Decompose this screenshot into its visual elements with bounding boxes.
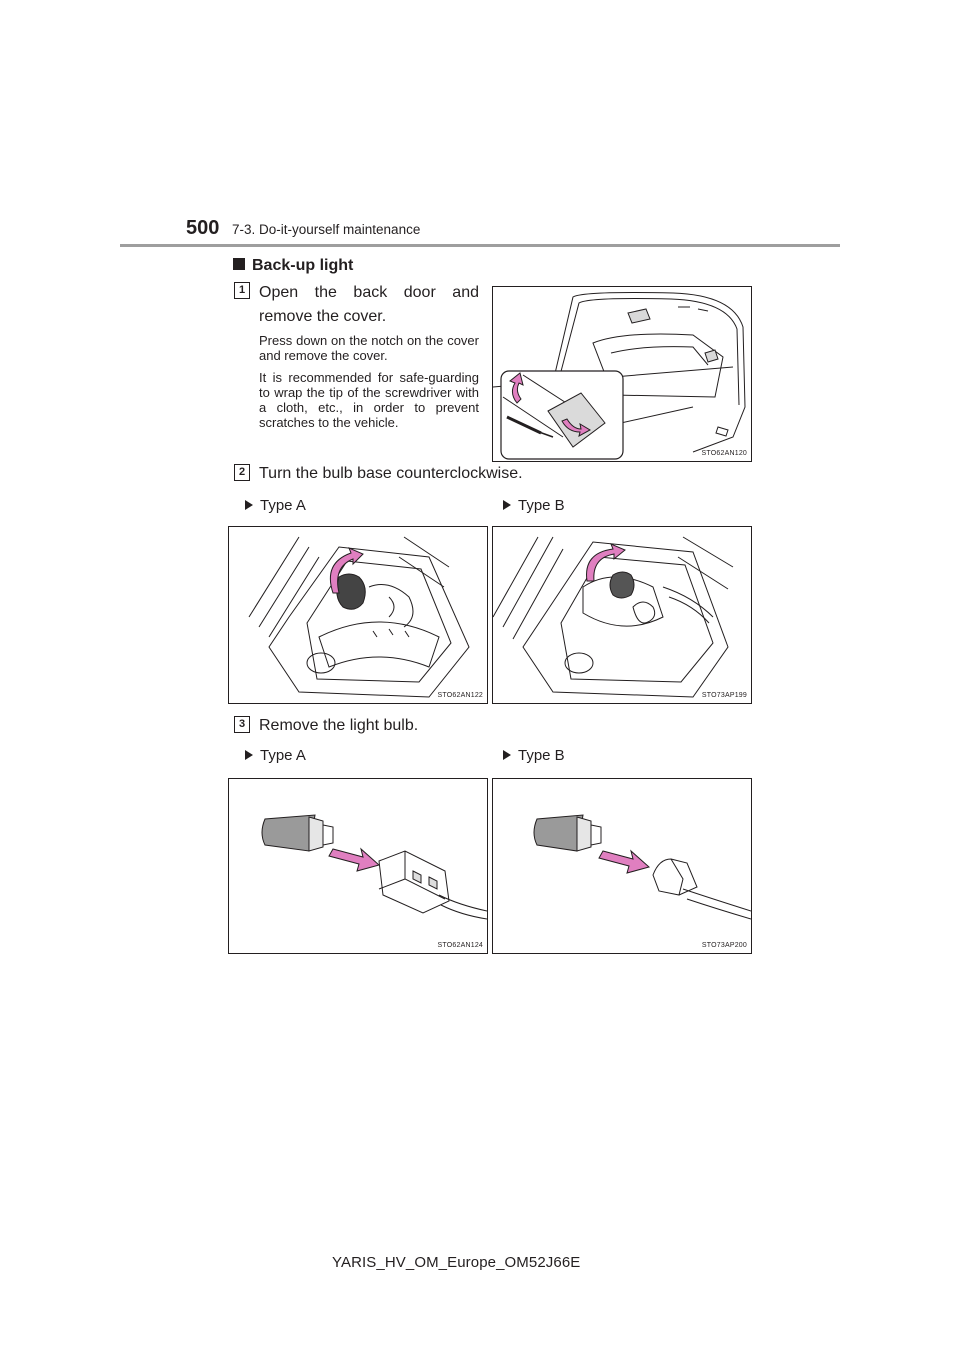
subheading: Back-up light — [233, 256, 353, 276]
figure-step-2-type-a: STO62AN122 — [228, 526, 488, 704]
step-1-note-1: Press down on the notch on the cover and… — [259, 333, 479, 363]
subheading-text: Back-up light — [252, 257, 354, 274]
triangle-bullet-icon — [503, 750, 511, 760]
figure-step-3-type-a: STO62AN124 — [228, 778, 488, 954]
bulb-base-type-b-illustration — [493, 536, 734, 698]
step-2-type-a-label: Type A — [245, 497, 306, 515]
figure-step-2-type-b: STO73AP199 — [492, 526, 752, 704]
step-2-type-b-label: Type B — [503, 497, 565, 515]
figure-code: STO73AP200 — [701, 942, 747, 949]
triangle-bullet-icon — [245, 500, 253, 510]
figure-code: STO62AN124 — [437, 942, 483, 949]
figure-code: STO62AN122 — [437, 692, 483, 699]
back-door-illustration — [493, 292, 746, 460]
step-number-3: 3 — [234, 716, 250, 733]
step-1-note-2: It is recommended for safe-guarding to w… — [259, 370, 479, 430]
footer-doc-id: YARIS_HV_OM_Europe_OM52J66E — [332, 1254, 581, 1271]
step-3-text: Remove the light bulb. — [259, 717, 419, 734]
header-rule — [120, 244, 840, 247]
step-1-text: Open the back door and remove the cover. — [259, 284, 479, 325]
step-3-type-b-label: Type B — [503, 747, 565, 765]
step-2-text: Turn the bulb base counterclockwise. — [259, 465, 523, 482]
figure-code: STO62AN120 — [701, 450, 747, 457]
bulb-base-type-a-illustration — [248, 536, 470, 698]
type-label-text: Type A — [260, 747, 306, 764]
section-title: 7-3. Do-it-yourself maintenance — [232, 222, 421, 237]
type-label-text: Type B — [518, 747, 565, 764]
figure-back-door-cover: STO62AN120 — [492, 286, 752, 462]
triangle-bullet-icon — [503, 500, 511, 510]
triangle-bullet-icon — [245, 750, 253, 760]
remove-bulb-type-b-illustration — [533, 814, 751, 920]
remove-bulb-type-a-illustration — [261, 814, 487, 920]
step-3-type-a-label: Type A — [245, 747, 306, 765]
page-number: 500 — [186, 217, 220, 239]
type-label-text: Type A — [260, 497, 306, 514]
figure-code: STO73AP199 — [701, 692, 747, 699]
type-label-text: Type B — [518, 497, 565, 514]
square-bullet-icon — [233, 258, 245, 270]
step-number-1: 1 — [234, 282, 250, 299]
figure-step-3-type-b: STO73AP200 — [492, 778, 752, 954]
step-number-2: 2 — [234, 464, 250, 481]
